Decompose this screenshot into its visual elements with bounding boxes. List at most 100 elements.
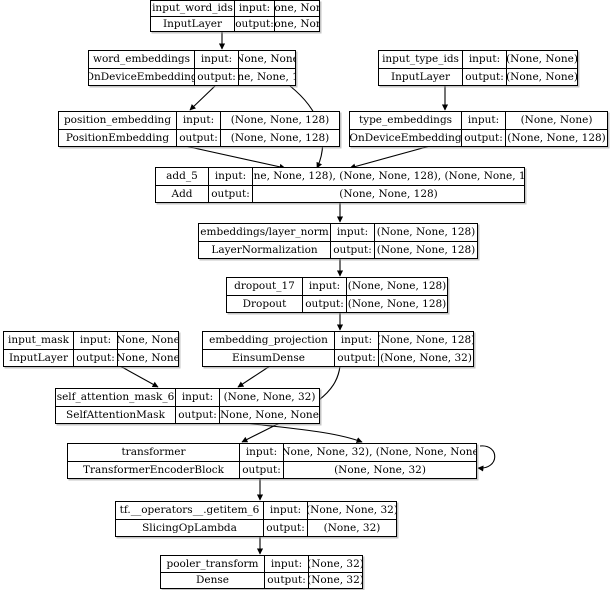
node-self-attention-mask-6[interactable]: self_attention_mask_6 input: (None, None… [55, 388, 320, 424]
output-shape: (None, None, 128) [239, 70, 295, 83]
node-class: InputLayer [379, 68, 463, 85]
node-class: SelfAttentionMask [56, 406, 176, 423]
input-shape: [(None, None, 128), (None, None, 128), (… [253, 170, 524, 182]
output-shape: (None, None, 32) [334, 463, 426, 476]
input-label: input: [195, 51, 239, 68]
input-label: input: [264, 502, 308, 519]
node-title: add_5 [156, 168, 209, 185]
node-class: Dense [161, 572, 265, 588]
output-label: output: [235, 16, 275, 31]
output-shape: (None, 32) [309, 574, 362, 586]
node-dropout-17[interactable]: dropout_17 input: (None, None, 128) Drop… [226, 277, 448, 313]
input-label: input: [235, 1, 275, 16]
output-label: output: [176, 406, 220, 423]
node-class: InputLayer [4, 349, 74, 366]
node-embeddings-layer-norm[interactable]: embeddings/layer_norm input: (None, None… [198, 223, 478, 259]
input-shape: (None, None) [520, 114, 593, 126]
node-position-embedding[interactable]: position_embedding input: (None, None, 1… [58, 111, 340, 147]
input-shape: (None, 32) [309, 557, 362, 570]
node-transformer[interactable]: transformer input: [(None, None, 32), (N… [67, 443, 477, 479]
node-input-mask[interactable]: input_mask input: [(None, None)] InputLa… [3, 331, 179, 367]
edge-word-embeddings-to-position-embedding [189, 85, 216, 111]
output-label: output: [209, 185, 253, 202]
node-add-5[interactable]: add_5 input: [(None, None, 128), (None, … [155, 167, 525, 203]
node-title: dropout_17 [227, 278, 303, 295]
input-shape: [(None, None)] [275, 2, 319, 14]
input-shape: [(None, None, 32), (None, None, None)] [284, 446, 476, 458]
node-type-embeddings[interactable]: type_embeddings input: (None, None) OnDe… [349, 111, 608, 147]
input-shape: (None, None, 128) [347, 280, 447, 292]
edge-input-mask-to-self-attention-mask [119, 365, 159, 388]
input-shape: (None, None, 128) [379, 334, 473, 346]
input-label: input: [209, 168, 253, 185]
output-label: output: [335, 349, 379, 366]
input-label: input: [303, 278, 347, 295]
output-label: output: [331, 241, 375, 258]
node-title: embedding_projection [203, 332, 335, 349]
node-class: EinsumDense [203, 349, 335, 366]
output-label: output: [303, 295, 347, 312]
node-input-word-ids[interactable]: input_word_ids input: [(None, None)] Inp… [150, 0, 320, 32]
node-title: tf.__operators__.getitem_6 [116, 502, 264, 519]
input-label: input: [74, 332, 118, 349]
input-label: input: [265, 556, 309, 572]
edge-position-embedding-to-add-5 [184, 145, 286, 170]
output-label: output: [462, 129, 506, 146]
output-shape: (None, None, 32) [380, 351, 472, 364]
node-class: TransformerEncoderBlock [68, 461, 240, 478]
node-title: self_attention_mask_6 [56, 389, 176, 406]
input-label: input: [176, 389, 220, 406]
input-label: input: [177, 112, 221, 129]
node-title: input_type_ids [379, 51, 463, 68]
node-title: position_embedding [59, 112, 177, 129]
output-label: output: [265, 572, 309, 588]
output-shape: [(None, None)] [275, 17, 319, 30]
output-shape: (None, None, 128) [347, 297, 447, 310]
input-shape: [(None, None)] [507, 53, 577, 65]
input-shape: [(None, None)] [118, 334, 178, 346]
node-title: pooler_transform [161, 556, 265, 572]
node-class: SlicingOpLambda [116, 519, 264, 536]
output-shape: (None, None, 128) [376, 243, 476, 256]
input-label: input: [335, 332, 379, 349]
input-shape: (None, None, 32) [223, 391, 316, 403]
output-label: output: [74, 349, 118, 366]
node-class: OnDeviceEmbedding [350, 129, 462, 146]
output-label: output: [177, 129, 221, 146]
node-getitem-6[interactable]: tf.__operators__.getitem_6 input: (None,… [115, 501, 397, 537]
output-label: output: [463, 68, 507, 85]
node-class: PositionEmbedding [59, 129, 177, 146]
node-title: input_mask [4, 332, 74, 349]
output-label: output: [195, 68, 239, 85]
input-label: input: [240, 444, 284, 461]
output-shape: (None, None, 128) [339, 187, 438, 200]
input-shape: (None, None) [239, 53, 295, 65]
edge-embedding-projection-to-self-attention-mask [237, 365, 271, 388]
node-title: type_embeddings [350, 112, 462, 129]
input-shape: (None, None, 32) [308, 504, 396, 516]
input-label: input: [462, 112, 506, 129]
node-input-type-ids[interactable]: input_type_ids input: [(None, None)] Inp… [378, 50, 578, 86]
node-title: transformer [68, 444, 240, 461]
output-shape: (None, None, 128) [507, 131, 606, 144]
node-class: LayerNormalization [199, 241, 331, 258]
node-title: word_embeddings [89, 51, 195, 68]
edge-transformer-self-loop [477, 445, 496, 472]
node-class: Dropout [227, 295, 303, 312]
output-shape: [(None, None)] [507, 70, 577, 83]
edge-type-embeddings-to-add-5 [349, 145, 431, 170]
node-embedding-projection[interactable]: embedding_projection input: (None, None,… [202, 331, 474, 367]
output-shape: (None, None, 128) [230, 131, 330, 144]
output-shape: (None, 32) [323, 521, 381, 534]
input-label: input: [331, 224, 375, 241]
node-title: input_word_ids [151, 1, 235, 16]
node-class: OnDeviceEmbedding [89, 68, 195, 85]
output-label: output: [240, 461, 284, 478]
input-shape: (None, None, 128) [376, 226, 476, 238]
node-word-embeddings[interactable]: word_embeddings input: (None, None) OnDe… [88, 50, 296, 86]
output-label: output: [264, 519, 308, 536]
node-pooler-transform[interactable]: pooler_transform input: (None, 32) Dense… [160, 555, 363, 589]
node-class: InputLayer [151, 16, 235, 31]
edge-self-attention-mask-to-transformer [229, 420, 363, 443]
